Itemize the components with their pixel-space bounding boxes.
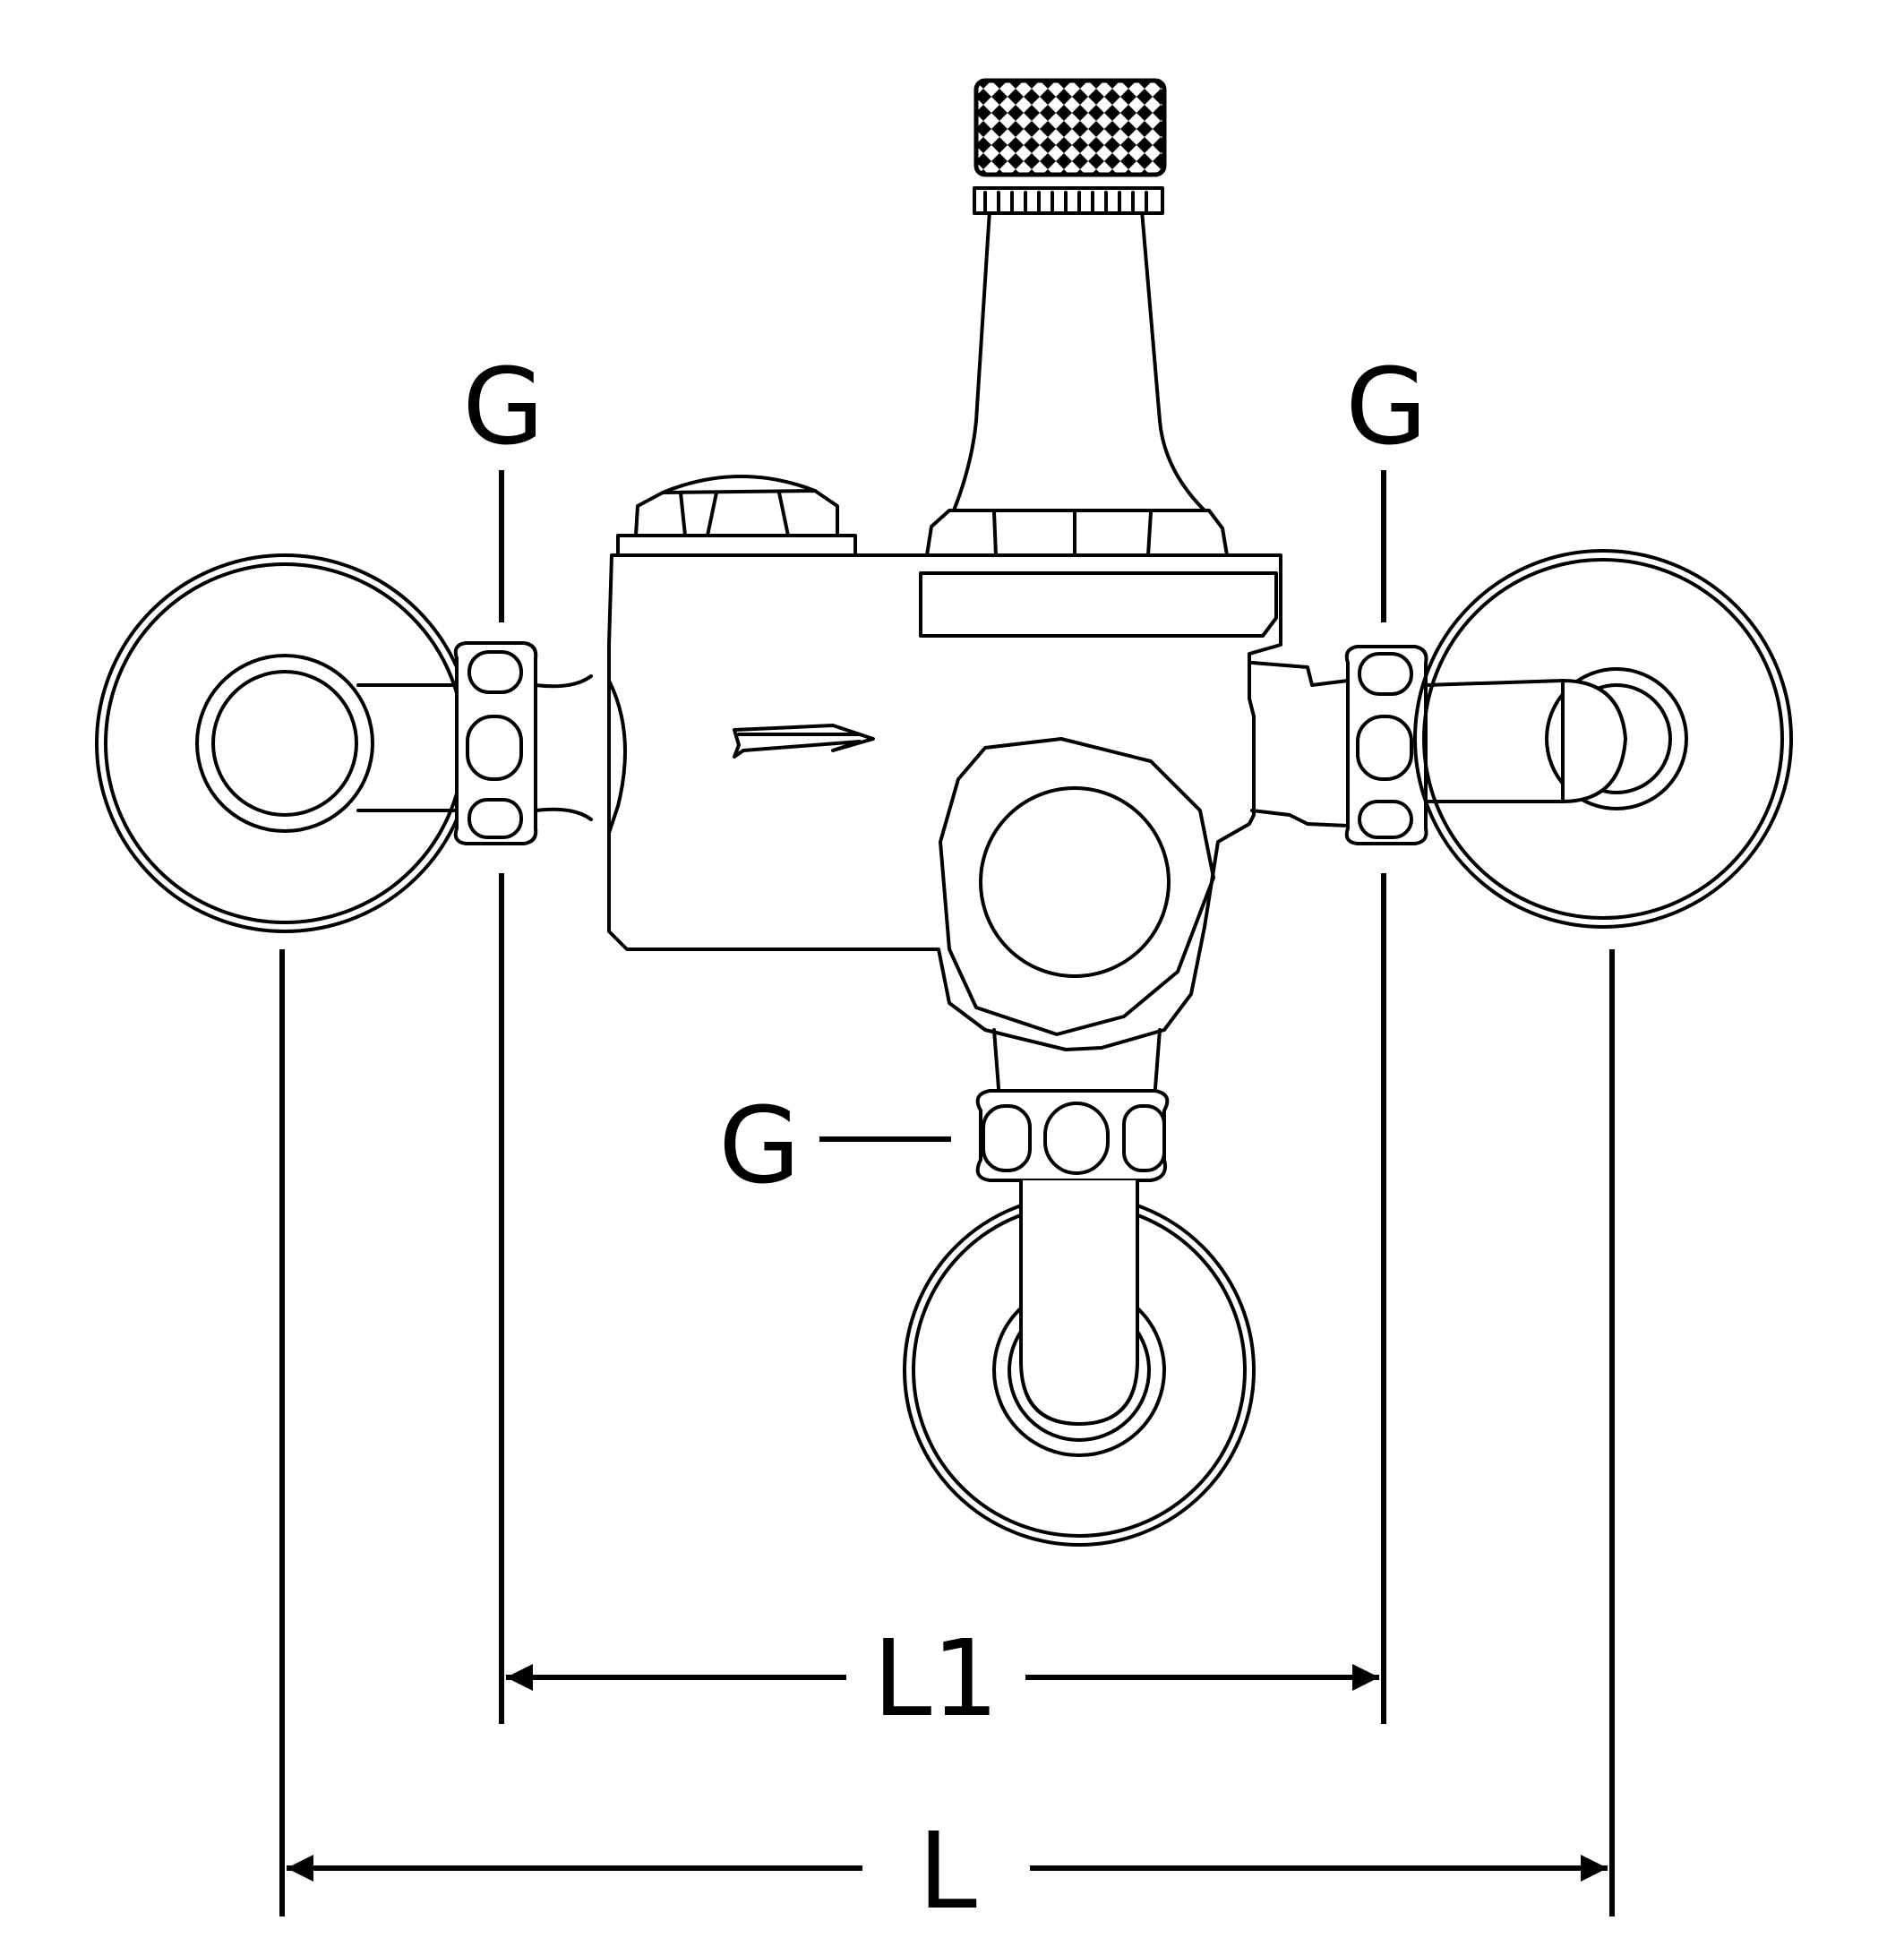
label-g-left: G [462, 345, 544, 468]
right-outlet-rosette [1413, 549, 1793, 929]
label-g-right: G [1345, 345, 1427, 468]
dimension-labels: G G G L1 L [462, 345, 1427, 1933]
valve-illustration [95, 78, 1793, 1547]
left-inlet-rosette [95, 553, 475, 933]
dimension-lines [279, 470, 1615, 1916]
bottom-outlet [903, 1028, 1256, 1547]
label-g-bottom: G [718, 1084, 800, 1207]
right-union-nut [1344, 645, 1428, 845]
knurled-knob [973, 78, 1167, 177]
label-l: L [918, 1809, 977, 1933]
left-union-nut [453, 641, 593, 845]
label-l1: L1 [873, 1616, 999, 1740]
pressure-adjuster-bonnet [925, 78, 1229, 557]
valve-main-body [607, 553, 1350, 1051]
top-left-hex-plug [616, 475, 857, 557]
